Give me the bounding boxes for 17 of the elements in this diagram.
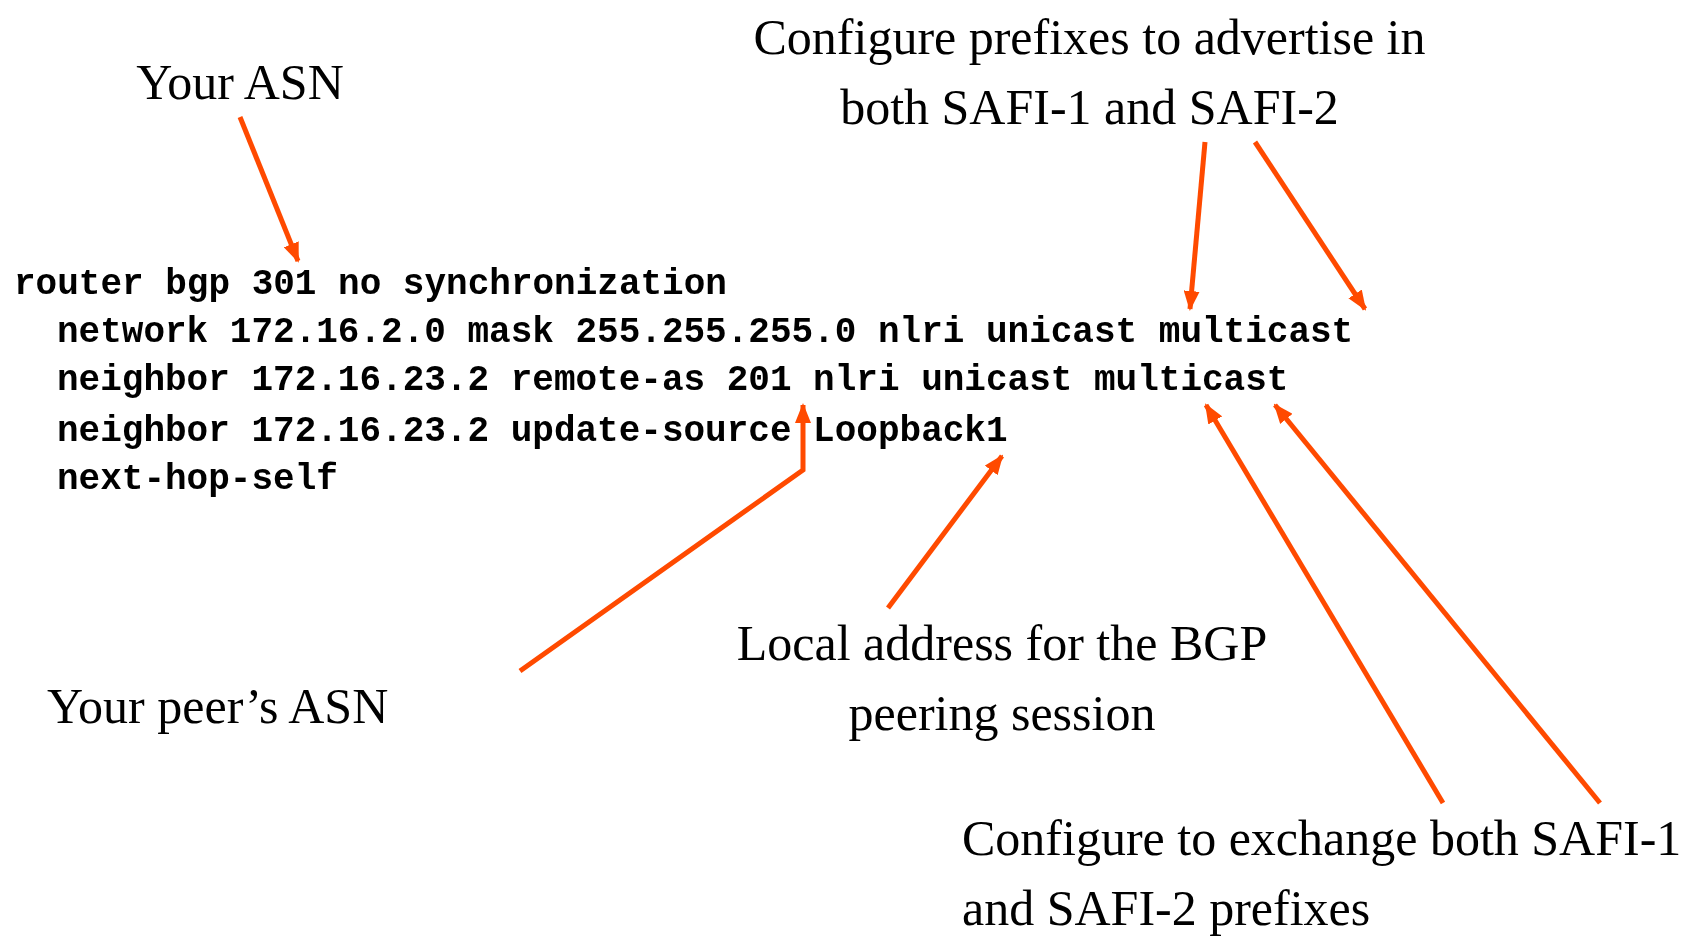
code-line: neighbor 172.16.23.2 update-source Loopback1 <box>57 408 1008 456</box>
arrow <box>518 403 811 674</box>
arrow <box>886 454 1004 610</box>
arrow <box>1252 140 1368 311</box>
arrow <box>1203 403 1446 805</box>
callout-text: Your ASN <box>100 47 380 117</box>
callout-text: Local address for the BGP peering session <box>732 608 1272 748</box>
arrow <box>1183 141 1208 311</box>
callout-text: Configure prefixes to advertise in both SAFI-1 and SAFI-2 <box>727 2 1452 142</box>
code-line: neighbor 172.16.23.2 remote-as 201 nlri unicast multicast <box>57 357 1289 405</box>
arrow <box>1273 403 1602 805</box>
callout-text: Your peer’s ASN <box>47 671 517 741</box>
code-line: next-hop-self <box>57 456 338 504</box>
arrow <box>237 116 301 263</box>
code-line: network 172.16.2.0 mask 255.255.255.0 nlri unicast multicast <box>57 309 1354 357</box>
code-line: router bgp 301 no synchronization <box>14 261 727 309</box>
callout-text: Configure to exchange both SAFI-1 and SAFI-2 prefixes <box>962 803 1697 943</box>
